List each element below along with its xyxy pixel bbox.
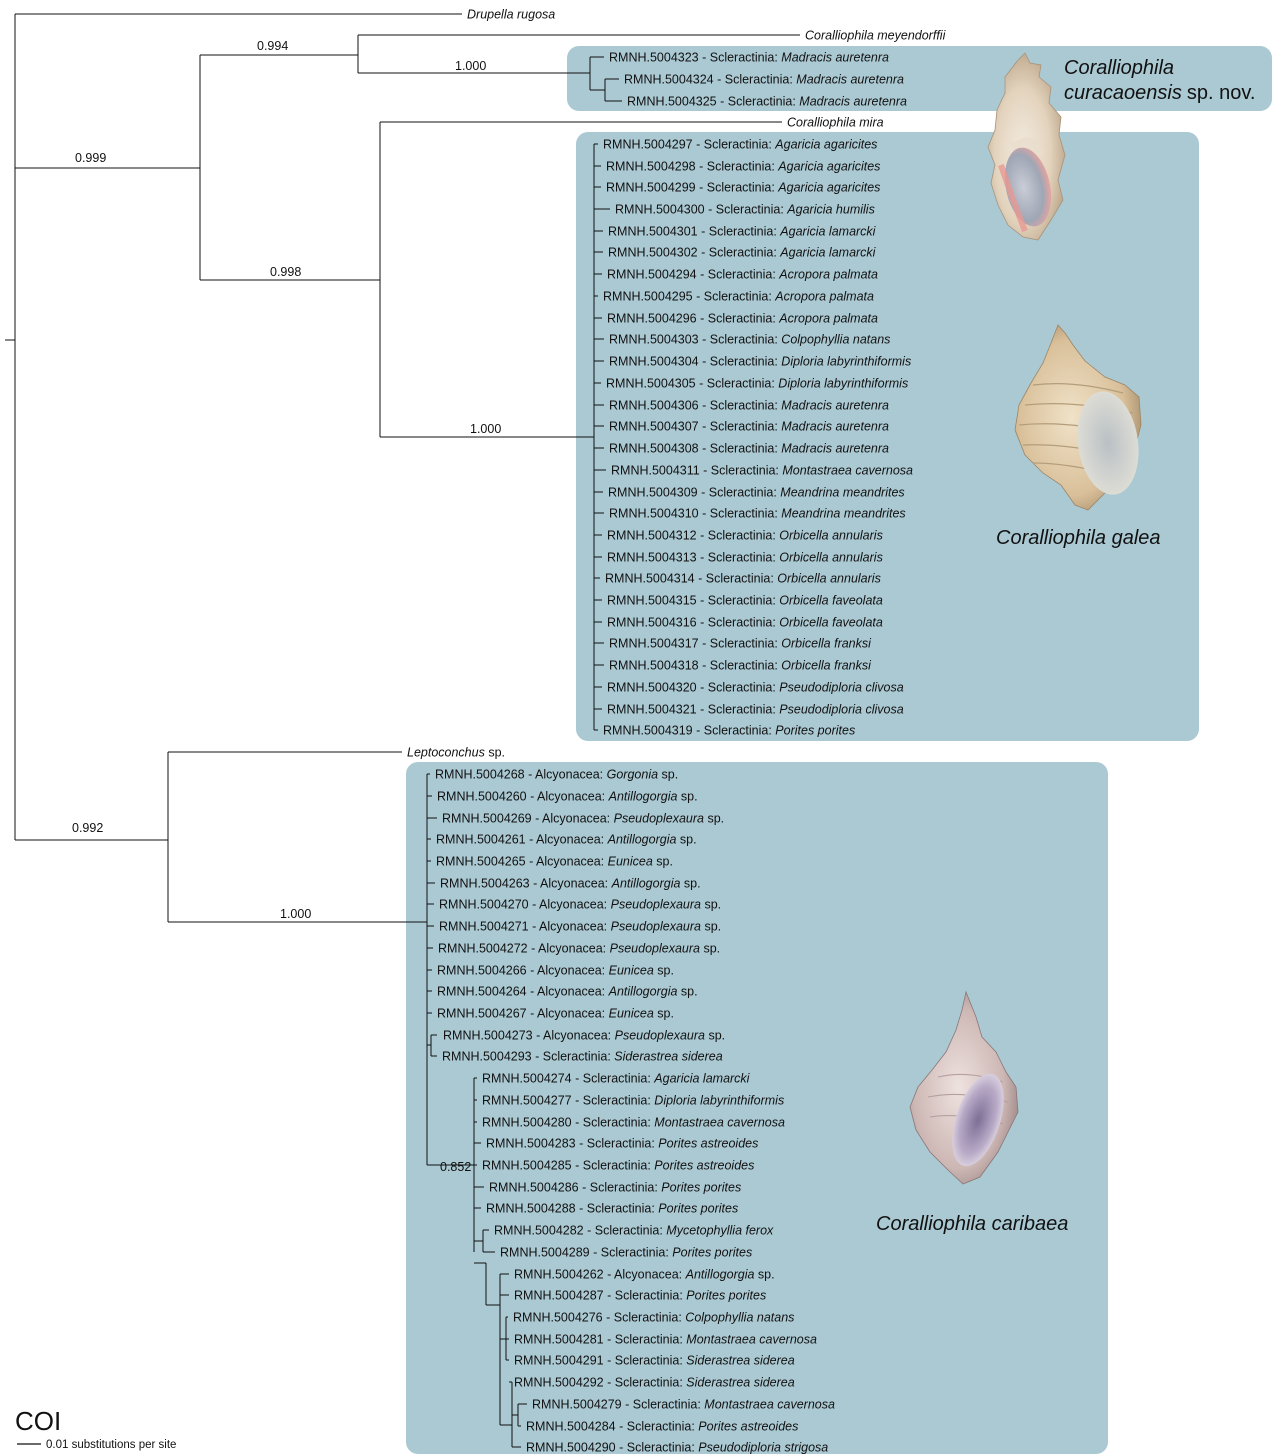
tip-label: RMNH.5004306 - Scleractinia: Madracis au… bbox=[609, 399, 889, 413]
tip-label: RMNH.5004296 - Scleractinia: Acropora pa… bbox=[607, 312, 878, 326]
tip-label: RMNH.5004311 - Scleractinia: Montastraea… bbox=[611, 464, 913, 478]
tip-label: RMNH.5004292 - Scleractinia: Siderastrea… bbox=[514, 1376, 795, 1390]
support-value: 1.000 bbox=[280, 907, 311, 921]
tip-label: RMNH.5004314 - Scleractinia: Orbicella a… bbox=[605, 572, 881, 586]
tip-label: RMNH.5004324 - Scleractinia: Madracis au… bbox=[624, 73, 904, 87]
tip-label: Drupella rugosa bbox=[467, 8, 555, 22]
tip-label: RMNH.5004325 - Scleractinia: Madracis au… bbox=[627, 95, 907, 109]
tip-label: Leptoconchus sp. bbox=[407, 746, 505, 760]
tip-label: RMNH.5004274 - Scleractinia: Agaricia la… bbox=[482, 1072, 751, 1086]
tip-label: RMNH.5004320 - Scleractinia: Pseudodiplo… bbox=[607, 681, 904, 695]
tip-label: RMNH.5004297 - Scleractinia: Agaricia ag… bbox=[603, 138, 877, 152]
tip-label: RMNH.5004267 - Alcyonacea: Eunicea sp. bbox=[437, 1007, 674, 1021]
tip-label: RMNH.5004269 - Alcyonacea: Pseudoplexaur… bbox=[442, 812, 724, 826]
tip-label: Coralliophila mira bbox=[787, 116, 884, 130]
tip-label: RMNH.5004285 - Scleractinia: Porites ast… bbox=[482, 1159, 754, 1173]
tip-label: RMNH.5004262 - Alcyonacea: Antillogorgia… bbox=[514, 1268, 775, 1282]
tip-label: RMNH.5004318 - Scleractinia: Orbicella f… bbox=[609, 659, 872, 673]
support-value: 0.998 bbox=[270, 265, 301, 279]
tip-label: RMNH.5004263 - Alcyonacea: Antillogorgia… bbox=[440, 877, 701, 891]
tip-label: RMNH.5004284 - Scleractinia: Porites ast… bbox=[526, 1420, 798, 1434]
tip-label: RMNH.5004312 - Scleractinia: Orbicella a… bbox=[607, 529, 883, 543]
tip-label: RMNH.5004266 - Alcyonacea: Eunicea sp. bbox=[437, 964, 674, 978]
tip-label: RMNH.5004260 - Alcyonacea: Antillogorgia… bbox=[437, 790, 698, 804]
tip-label: RMNH.5004273 - Alcyonacea: Pseudoplexaur… bbox=[443, 1029, 725, 1043]
tip-label: RMNH.5004276 - Scleractinia: Colpophylli… bbox=[513, 1311, 794, 1325]
scale-bar-label: 0.01 substitutions per site bbox=[46, 1439, 176, 1451]
tip-label: RMNH.5004303 - Scleractinia: Colpophylli… bbox=[609, 333, 890, 347]
tip-label: RMNH.5004323 - Scleractinia: Madracis au… bbox=[609, 51, 889, 65]
tip-label: RMNH.5004305 - Scleractinia: Diploria la… bbox=[606, 377, 908, 391]
support-value: 0.999 bbox=[75, 151, 106, 165]
tip-label: RMNH.5004279 - Scleractinia: Montastraea… bbox=[532, 1398, 835, 1412]
tip-label: RMNH.5004299 - Scleractinia: Agaricia ag… bbox=[606, 181, 880, 195]
tip-label: RMNH.5004271 - Alcyonacea: Pseudoplexaur… bbox=[439, 920, 721, 934]
tip-label: RMNH.5004295 - Scleractinia: Acropora pa… bbox=[603, 290, 874, 304]
support-value: 1.000 bbox=[470, 422, 501, 436]
tip-label: RMNH.5004289 - Scleractinia: Porites por… bbox=[500, 1246, 752, 1260]
tip-label: RMNH.5004316 - Scleractinia: Orbicella f… bbox=[607, 616, 883, 630]
tip-label: RMNH.5004302 - Scleractinia: Agaricia la… bbox=[608, 246, 877, 260]
tip-label: RMNH.5004301 - Scleractinia: Agaricia la… bbox=[608, 225, 877, 239]
tip-label: RMNH.5004280 - Scleractinia: Montastraea… bbox=[482, 1116, 785, 1130]
clade-label-curacaoensis-line1: Coralliophila bbox=[1064, 57, 1174, 79]
tip-label: RMNH.5004315 - Scleractinia: Orbicella f… bbox=[607, 594, 883, 608]
support-value: 0.992 bbox=[72, 821, 103, 835]
gene-label: COI bbox=[15, 1406, 61, 1436]
tip-label: RMNH.5004288 - Scleractinia: Porites por… bbox=[486, 1202, 738, 1216]
tip-label: RMNH.5004264 - Alcyonacea: Antillogorgia… bbox=[437, 985, 698, 999]
tip-label: RMNH.5004282 - Scleractinia: Mycetophyll… bbox=[494, 1224, 774, 1238]
support-value: 0.994 bbox=[257, 39, 288, 53]
tip-label: RMNH.5004319 - Scleractinia: Porites por… bbox=[603, 724, 855, 738]
tip-label: RMNH.5004265 - Alcyonacea: Eunicea sp. bbox=[436, 855, 673, 869]
tip-label: RMNH.5004261 - Alcyonacea: Antillogorgia… bbox=[436, 833, 697, 847]
tip-label: RMNH.5004300 - Scleractinia: Agaricia hu… bbox=[615, 203, 875, 217]
support-value: 0.852 bbox=[440, 1160, 471, 1174]
tip-label: RMNH.5004283 - Scleractinia: Porites ast… bbox=[486, 1137, 758, 1151]
tip-label: RMNH.5004277 - Scleractinia: Diploria la… bbox=[482, 1094, 784, 1108]
tip-label: RMNH.5004270 - Alcyonacea: Pseudoplexaur… bbox=[439, 898, 721, 912]
tip-label: RMNH.5004287 - Scleractinia: Porites por… bbox=[514, 1289, 766, 1303]
tip-label: RMNH.5004286 - Scleractinia: Porites por… bbox=[489, 1181, 741, 1195]
tip-label: RMNH.5004272 - Alcyonacea: Pseudoplexaur… bbox=[438, 942, 720, 956]
tip-label: RMNH.5004317 - Scleractinia: Orbicella f… bbox=[609, 637, 872, 651]
tip-label: RMNH.5004291 - Scleractinia: Siderastrea… bbox=[514, 1354, 795, 1368]
tip-label: RMNH.5004304 - Scleractinia: Diploria la… bbox=[609, 355, 911, 369]
tip-label: RMNH.5004308 - Scleractinia: Madracis au… bbox=[609, 442, 889, 456]
tip-label: RMNH.5004310 - Scleractinia: Meandrina m… bbox=[609, 507, 906, 521]
tip-label: RMNH.5004268 - Alcyonacea: Gorgonia sp. bbox=[435, 768, 678, 782]
tip-label: RMNH.5004281 - Scleractinia: Montastraea… bbox=[514, 1333, 817, 1347]
tip-label: RMNH.5004307 - Scleractinia: Madracis au… bbox=[609, 420, 889, 434]
tip-label: Coralliophila meyendorffii bbox=[805, 29, 947, 43]
tip-label: RMNH.5004309 - Scleractinia: Meandrina m… bbox=[608, 486, 905, 500]
tip-label: RMNH.5004321 - Scleractinia: Pseudodiplo… bbox=[607, 703, 904, 717]
tip-label: RMNH.5004298 - Scleractinia: Agaricia ag… bbox=[606, 160, 880, 174]
tip-label: RMNH.5004290 - Scleractinia: Pseudodiplo… bbox=[526, 1441, 828, 1455]
tip-label: RMNH.5004294 - Scleractinia: Acropora pa… bbox=[607, 268, 878, 282]
tip-label: RMNH.5004313 - Scleractinia: Orbicella a… bbox=[607, 551, 883, 565]
tip-label: RMNH.5004293 - Scleractinia: Siderastrea… bbox=[442, 1050, 723, 1064]
support-value: 1.000 bbox=[455, 59, 486, 73]
clade-label-galea: Coralliophila galea bbox=[996, 527, 1161, 549]
clade-label-caribaea: Coralliophila caribaea bbox=[876, 1213, 1068, 1235]
